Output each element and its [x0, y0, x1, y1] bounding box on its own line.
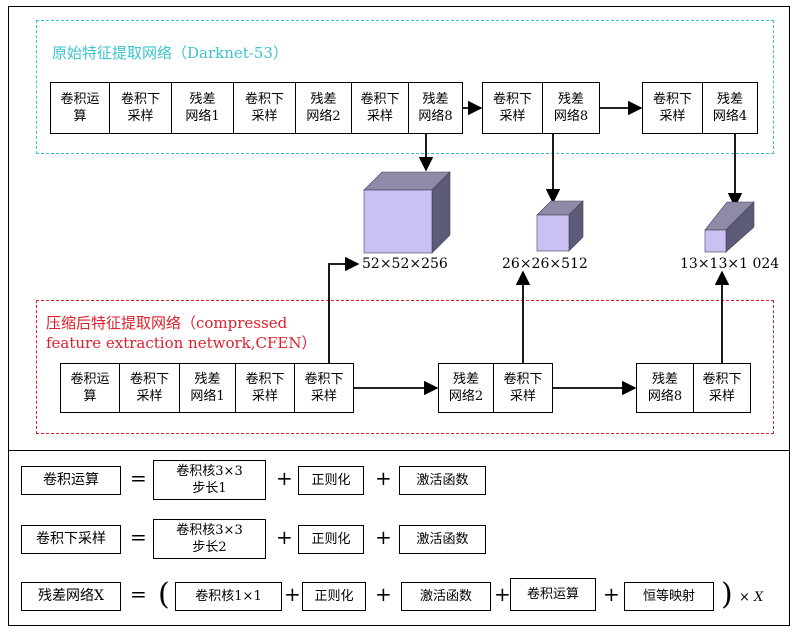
legend-times-x: × X	[739, 590, 764, 605]
legend-eq: =	[130, 525, 147, 549]
legend-activation: 激活函数	[399, 525, 486, 554]
legend-plus: +	[284, 582, 301, 606]
cfen-block: 卷积下 采样	[693, 363, 751, 413]
feature-cube-52	[363, 171, 451, 254]
legend-plus: +	[375, 466, 392, 490]
output-label-52: 52×52×256	[362, 256, 448, 272]
legend-identity: 恒等映射	[624, 582, 714, 611]
legend-eq: =	[130, 466, 147, 490]
darknet-block: 残差 网络8	[542, 82, 600, 134]
arrow-up-52	[328, 256, 360, 363]
output-label-13: 13×13×1 024	[680, 256, 780, 272]
darknet-block: 残差 网络2	[295, 82, 352, 134]
darknet-block: 残差 网络1	[171, 82, 234, 134]
cfen-block: 卷积下 采样	[294, 363, 354, 413]
legend-lparen: (	[158, 577, 170, 612]
legend-norm: 正则化	[298, 525, 364, 554]
darknet-block: 卷积下 采样	[351, 82, 409, 134]
darknet-block: 卷积下 采样	[642, 82, 703, 134]
darknet-block: 残差 网络8	[408, 82, 463, 134]
feature-cube-26	[536, 200, 584, 252]
cfen-block: 残差 网络1	[179, 363, 236, 413]
legend-activation: 激活函数	[401, 582, 491, 611]
darknet-block: 卷积下 采样	[109, 82, 172, 134]
cfen-block: 卷积下 采样	[119, 363, 180, 413]
legend-plus: +	[375, 525, 392, 549]
legend-term-residual: 残差网络X	[21, 582, 121, 611]
diagram-frame	[8, 6, 790, 626]
legend-term-conv: 卷积运算	[21, 466, 121, 495]
legend-activation: 激活函数	[399, 466, 486, 495]
legend-divider	[8, 450, 790, 451]
legend-norm: 正则化	[302, 582, 366, 611]
cfen-block: 卷积下 采样	[235, 363, 295, 413]
legend-plus: +	[375, 582, 392, 606]
legend-term-downsample: 卷积下采样	[21, 525, 121, 554]
legend-norm: 正则化	[298, 466, 364, 495]
legend-plus: +	[494, 582, 511, 606]
darknet-block: 残差 网络4	[702, 82, 758, 134]
feature-cube-13	[704, 201, 755, 253]
legend-plus: +	[276, 466, 293, 490]
darknet-block: 卷积下 采样	[482, 82, 543, 134]
cfen-block: 残差 网络8	[636, 363, 694, 413]
cfen-block: 卷积下 采样	[493, 363, 553, 413]
legend-plus: +	[276, 525, 293, 549]
cfen-title-line1: 压缩后特征提取网络（compressed	[46, 314, 288, 332]
cfen-title-line2: feature extraction network,CFEN）	[46, 334, 317, 352]
legend-plus: +	[603, 582, 620, 606]
darknet-block: 卷积下 采样	[233, 82, 296, 134]
darknet-region	[36, 20, 774, 154]
legend-conv-op: 卷积运算	[510, 578, 596, 611]
cfen-block: 卷积运 算	[60, 363, 120, 413]
legend-eq: =	[130, 582, 147, 606]
legend-kernel-3x3-s2: 卷积核3×3 步长2	[153, 519, 266, 559]
cfen-block: 残差 网络2	[438, 363, 494, 413]
legend-kernel-3x3-s1: 卷积核3×3 步长1	[153, 460, 266, 500]
cfen-region	[36, 300, 774, 434]
output-label-26: 26×26×512	[502, 256, 588, 272]
darknet-title: 原始特征提取网络（Darknet-53）	[52, 44, 288, 62]
legend-kernel-1x1: 卷积核1×1	[175, 582, 282, 611]
cfen-title: 压缩后特征提取网络（compressed feature extraction …	[46, 313, 316, 353]
legend-rparen: )	[721, 577, 733, 612]
